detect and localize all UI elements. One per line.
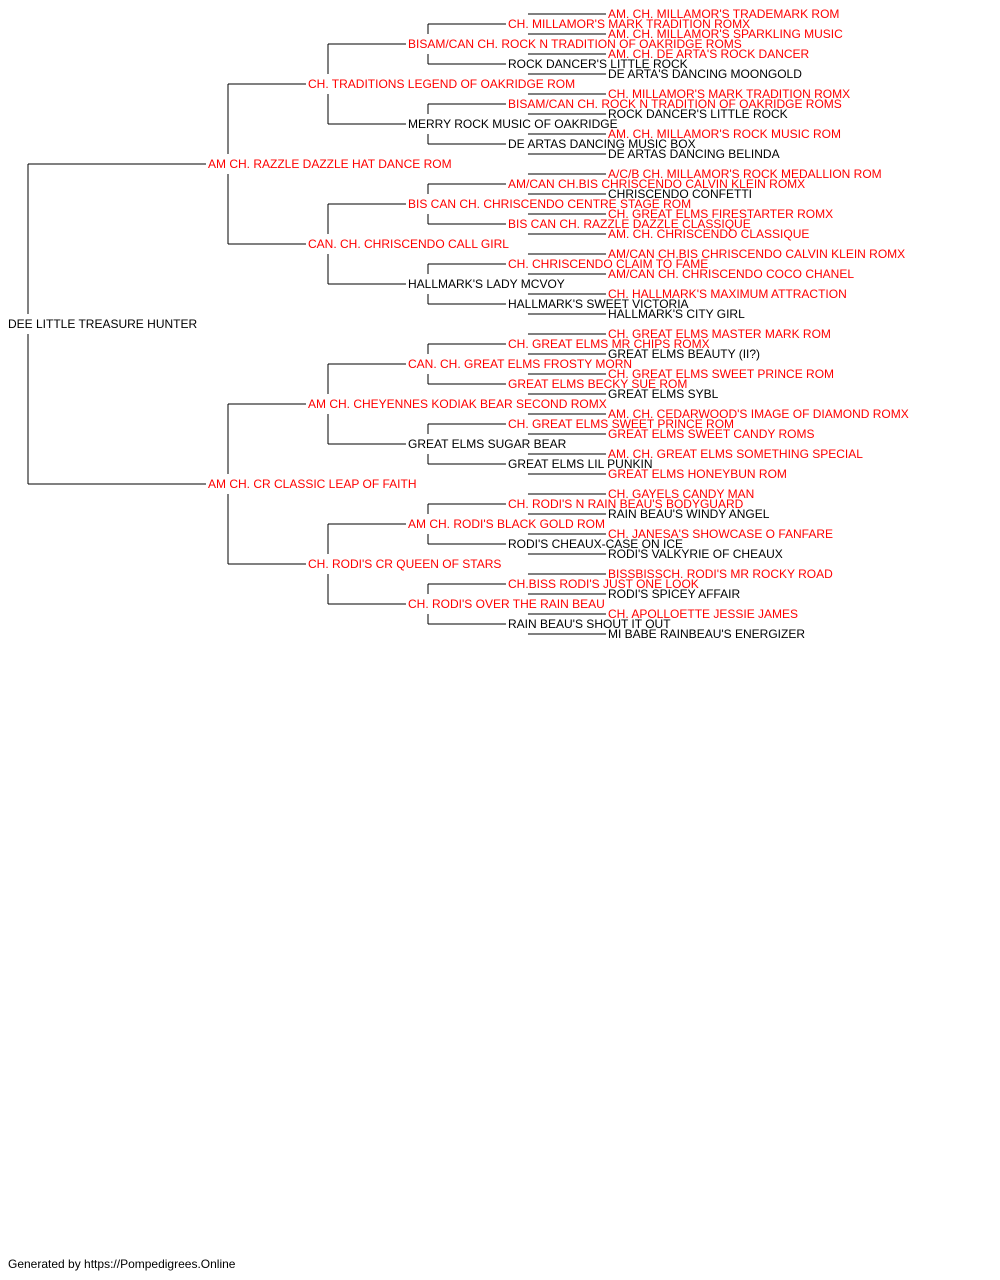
ancestor-name: CH. GREAT ELMS FIRESTARTER ROMX bbox=[608, 207, 833, 221]
ancestor-name: CH. GREAT ELMS MASTER MARK ROM bbox=[608, 327, 831, 341]
ancestor-name: CH. GREAT ELMS SWEET PRINCE ROM bbox=[508, 417, 734, 431]
ancestor-name: CH. CHRISCENDO CLAIM TO FAME bbox=[508, 257, 708, 271]
ancestor-name: RODI'S CHEAUX-CASE ON ICE bbox=[508, 537, 683, 551]
ancestor-name: CH. GAYELS CANDY MAN bbox=[608, 487, 754, 501]
ancestor-name: AM. CH. MILLAMOR'S SPARKLING MUSIC bbox=[608, 27, 843, 41]
ancestor-name: GREAT ELMS SWEET CANDY ROMS bbox=[608, 427, 814, 441]
ancestor-name: BISAM/CAN CH. ROCK N TRADITION OF OAKRID… bbox=[408, 37, 742, 51]
ancestor-name: AM CH. RAZZLE DAZZLE HAT DANCE ROM bbox=[208, 157, 452, 171]
ancestor-name: MERRY ROCK MUSIC OF OAKRIDGE bbox=[408, 117, 618, 131]
ancestor-name: CH. RODI'S CR QUEEN OF STARS bbox=[308, 557, 501, 571]
ancestor-name: RAIN BEAU'S SHOUT IT OUT bbox=[508, 617, 671, 631]
ancestor-name: CHRISCENDO CONFETTI bbox=[608, 187, 752, 201]
ancestor-name: HALLMARK'S CITY GIRL bbox=[608, 307, 745, 321]
ancestor-name: RAIN BEAU'S WINDY ANGEL bbox=[608, 507, 770, 521]
ancestor-name: A/C/B CH. MILLAMOR'S ROCK MEDALLION ROM bbox=[608, 167, 882, 181]
ancestor-name: CH. RODI'S N RAIN BEAU'S BODYGUARD bbox=[508, 497, 744, 511]
ancestor-name: HALLMARK'S LADY MCVOY bbox=[408, 277, 565, 291]
ancestor-name: AM/CAN CH.BIS CHRISCENDO CALVIN KLEIN RO… bbox=[608, 247, 905, 261]
ancestor-name: AM. CH. MILLAMOR'S ROCK MUSIC ROM bbox=[608, 127, 841, 141]
ancestor-name: CH. TRADITIONS LEGEND OF OAKRIDGE ROM bbox=[308, 77, 575, 91]
ancestor-name: GREAT ELMS BEAUTY (II?) bbox=[608, 347, 760, 361]
ancestor-name: CAN. CH. GREAT ELMS FROSTY MORN bbox=[408, 357, 632, 371]
ancestor-name: HALLMARK'S SWEET VICTORIA bbox=[508, 297, 689, 311]
ancestor-name: AM/CAN CH. CHRISCENDO COCO CHANEL bbox=[608, 267, 854, 281]
ancestor-name: GREAT ELMS SUGAR BEAR bbox=[408, 437, 567, 451]
ancestor-name: CH. MILLAMOR'S MARK TRADITION ROMX bbox=[608, 87, 850, 101]
ancestor-name: ROCK DANCER'S LITTLE ROCK bbox=[508, 57, 688, 71]
footer-credit: Generated by https://Pompedigrees.Online bbox=[8, 1257, 236, 1271]
subject-dog-name: DEE LITTLE TREASURE HUNTER bbox=[8, 317, 197, 331]
ancestor-name: AM. CH. GREAT ELMS SOMETHING SPECIAL bbox=[608, 447, 863, 461]
ancestor-name: GREAT ELMS SYBL bbox=[608, 387, 719, 401]
ancestor-name: RODI'S SPICEY AFFAIR bbox=[608, 587, 740, 601]
ancestor-name: DE ARTA'S DANCING MOONGOLD bbox=[608, 67, 802, 81]
ancestor-name: DE ARTAS DANCING BELINDA bbox=[608, 147, 780, 161]
ancestor-name: CH. JANESA'S SHOWCASE O FANFARE bbox=[608, 527, 833, 541]
ancestor-name: AM. CH. MILLAMOR'S TRADEMARK ROM bbox=[608, 7, 839, 21]
ancestor-name: DE ARTAS DANCING MUSIC BOX bbox=[508, 137, 696, 151]
ancestor-name: BIS CAN CH. RAZZLE DAZZLE CLASSIQUE bbox=[508, 217, 751, 231]
ancestor-name: AM CH. CHEYENNES KODIAK BEAR SECOND ROMX bbox=[308, 397, 607, 411]
ancestor-name: AM/CAN CH.BIS CHRISCENDO CALVIN KLEIN RO… bbox=[508, 177, 805, 191]
ancestor-name: CH.BISS RODI'S JUST ONE LOOK bbox=[508, 577, 699, 591]
ancestor-name: BISAM/CAN CH. ROCK N TRADITION OF OAKRID… bbox=[508, 97, 842, 111]
ancestor-name: CAN. CH. CHRISCENDO CALL GIRL bbox=[308, 237, 509, 251]
ancestor-name: AM. CH. CEDARWOOD'S IMAGE OF DIAMOND ROM… bbox=[608, 407, 909, 421]
ancestor-name: AM. CH. CHRISCENDO CLASSIQUE bbox=[608, 227, 809, 241]
ancestor-name: GREAT ELMS HONEYBUN ROM bbox=[608, 467, 787, 481]
ancestor-name: BIS CAN CH. CHRISCENDO CENTRE STAGE ROM bbox=[408, 197, 691, 211]
ancestor-name: CH. MILLAMOR'S MARK TRADITION ROMX bbox=[508, 17, 750, 31]
ancestor-name: MI BABE RAINBEAU'S ENERGIZER bbox=[608, 627, 805, 641]
ancestor-name: AM CH. CR CLASSIC LEAP OF FAITH bbox=[208, 477, 417, 491]
ancestor-name: CH. HALLMARK'S MAXIMUM ATTRACTION bbox=[608, 287, 847, 301]
ancestor-name: CH. GREAT ELMS SWEET PRINCE ROM bbox=[608, 367, 834, 381]
ancestor-name: RODI'S VALKYRIE OF CHEAUX bbox=[608, 547, 783, 561]
ancestor-name: ROCK DANCER'S LITTLE ROCK bbox=[608, 107, 788, 121]
ancestor-name: CH. RODI'S OVER THE RAIN BEAU bbox=[408, 597, 605, 611]
ancestor-name: GREAT ELMS BECKY SUE ROM bbox=[508, 377, 687, 391]
ancestor-name: CH. APOLLOETTE JESSIE JAMES bbox=[608, 607, 798, 621]
ancestor-name: GREAT ELMS LIL PUNKIN bbox=[508, 457, 653, 471]
ancestor-name: CH. GREAT ELMS MR CHIPS ROMX bbox=[508, 337, 710, 351]
ancestor-name: AM CH. RODI'S BLACK GOLD ROM bbox=[408, 517, 605, 531]
ancestor-name: BISSBISSCH. RODI'S MR ROCKY ROAD bbox=[608, 567, 833, 581]
ancestor-name: AM. CH. DE ARTA'S ROCK DANCER bbox=[608, 47, 810, 61]
